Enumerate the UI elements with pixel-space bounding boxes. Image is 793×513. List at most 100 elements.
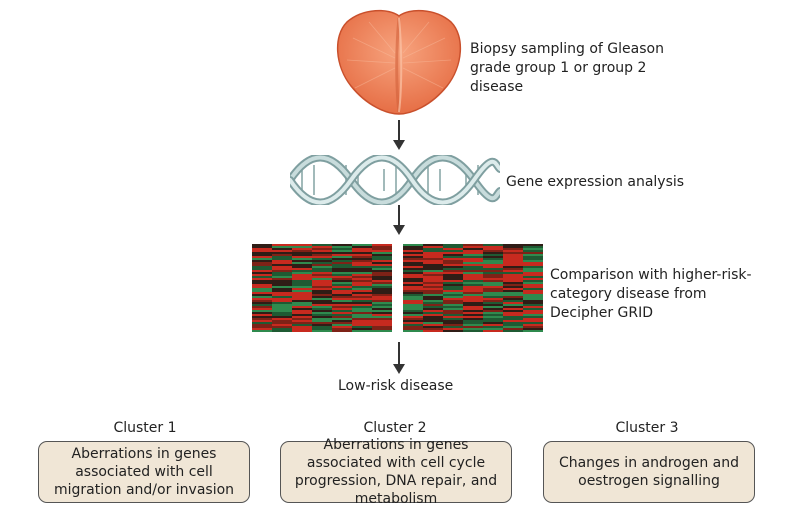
heatmap-cell (443, 264, 464, 267)
heatmap-cell (292, 300, 313, 303)
heatmap-cell (372, 318, 392, 321)
heatmap-cell (403, 326, 424, 329)
heatmap-cell (523, 252, 543, 255)
heatmap-cell (443, 326, 464, 329)
heatmap-cell (403, 284, 424, 287)
heatmap-cell (463, 274, 484, 277)
heatmap-cell (272, 322, 293, 325)
heatmap-cell (372, 246, 392, 249)
heatmap-cell (372, 298, 392, 301)
heatmap-cell (352, 248, 373, 251)
heatmap-cell (423, 286, 444, 289)
heatmap-cell (352, 284, 373, 287)
heatmap-cell (463, 292, 484, 295)
heatmap-cell (523, 260, 543, 263)
heatmap-cell (292, 324, 313, 327)
heatmap-cell (443, 316, 464, 319)
heatmap-cell (252, 318, 273, 321)
heatmap-cell (463, 314, 484, 317)
heatmap-cell (252, 264, 273, 267)
heatmap-cell (443, 298, 464, 301)
heatmap-cell (443, 282, 464, 285)
heatmap-cell (463, 290, 484, 293)
heatmap-cell (312, 330, 333, 332)
heatmap-cell (272, 296, 293, 299)
heatmap-cell (503, 298, 524, 301)
heatmap-cell (423, 310, 444, 313)
heatmap-cell (332, 330, 353, 332)
heatmap-cell (352, 260, 373, 263)
heatmap-cell (312, 316, 333, 319)
heatmap-cell (463, 294, 484, 297)
heatmap-cell (463, 322, 484, 325)
heatmap-cell (292, 316, 313, 319)
heatmap-cell (352, 274, 373, 277)
heatmap-cell (332, 250, 353, 253)
heatmap-cell (272, 274, 293, 277)
heatmap-cell (332, 246, 353, 249)
heatmap-cell (443, 266, 464, 269)
heatmap-cell (443, 318, 464, 321)
heatmap-cell (403, 298, 424, 301)
heatmap-cell (372, 254, 392, 257)
heatmap-cell (332, 322, 353, 325)
heatmap-cell (503, 280, 524, 283)
heatmap-cell (503, 316, 524, 319)
heatmap-cell (352, 282, 373, 285)
heatmap-cell (252, 306, 273, 309)
heatmap-cell (483, 282, 504, 285)
heatmap-cell (352, 328, 373, 331)
heatmap-cell (463, 318, 484, 321)
heatmap-cell (403, 244, 424, 247)
heatmap-cell (292, 256, 313, 259)
heatmap-cell (483, 256, 504, 259)
heatmap-cell (252, 250, 273, 253)
heatmap-cell (292, 286, 313, 289)
heatmap-cell (403, 254, 424, 257)
heatmap-cell (443, 312, 464, 315)
heatmap-cell (272, 300, 293, 303)
heatmap-cell (292, 280, 313, 283)
heatmap-cell (403, 262, 424, 265)
heatmap-cell (332, 256, 353, 259)
heatmap-cell (403, 292, 424, 295)
heatmap-cell (252, 316, 273, 319)
heatmap-cell (403, 324, 424, 327)
heatmap-cell (352, 314, 373, 317)
heatmap-cell (332, 292, 353, 295)
heatmap-cell (503, 282, 524, 285)
heatmap-cell (443, 270, 464, 273)
heatmap-cell (252, 258, 273, 261)
cluster-3-box: Changes in androgen and oestrogen signal… (543, 441, 755, 503)
heatmap-cell (332, 264, 353, 267)
heatmap-cell (503, 264, 524, 267)
heatmap-cell (292, 276, 313, 279)
heatmap-cell (403, 268, 424, 271)
heatmap-cell (483, 254, 504, 257)
heatmap-cell (463, 244, 484, 247)
heatmap-cell (443, 262, 464, 265)
heatmap-cell (372, 290, 392, 293)
heatmap-cell (423, 302, 444, 305)
heatmap-cell (403, 306, 424, 309)
heatmap-cell (332, 260, 353, 263)
heatmap-cell (423, 288, 444, 291)
heatmap-cell (483, 300, 504, 303)
heatmap-cell (463, 282, 484, 285)
heatmap-cell (332, 304, 353, 307)
heatmap-cell (312, 318, 333, 321)
heatmap-cell (443, 290, 464, 293)
heatmap-cell (312, 270, 333, 273)
heatmap-cell (352, 256, 373, 259)
heatmap-cell (423, 330, 444, 332)
heatmap-cell (352, 310, 373, 313)
heatmap-cell (443, 272, 464, 275)
heatmap-cell (403, 314, 424, 317)
heatmap-cell (352, 264, 373, 267)
heatmap-cell (272, 258, 293, 261)
heatmap-cell (292, 244, 313, 247)
heatmap-cell (272, 248, 293, 251)
heatmap-cell (503, 308, 524, 311)
heatmap-cell (312, 286, 333, 289)
heatmap-cell (272, 272, 293, 275)
